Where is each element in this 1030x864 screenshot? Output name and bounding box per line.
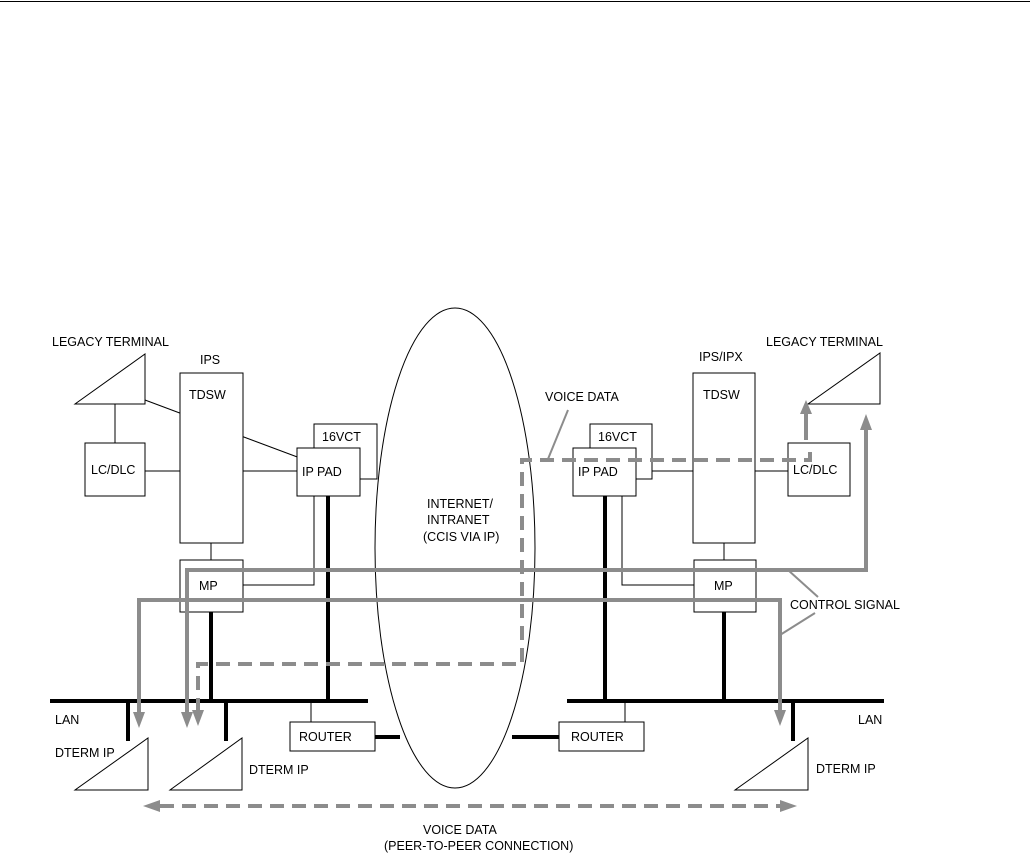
voice-data-callout [547, 409, 569, 460]
lcdlc-left-label: LC/DLC [91, 463, 135, 477]
control-signal-arrow-b-down [133, 712, 145, 728]
ips-left-label: IPS [200, 353, 220, 367]
router-left-label: ROUTER [299, 730, 352, 744]
dterm-ip-2 [168, 737, 243, 791]
lcdlc-right-box [787, 442, 851, 497]
ippad-right-to-mp [621, 496, 694, 586]
control-signal-arrow-a-up [860, 414, 872, 430]
control-signal-path-b [137, 598, 782, 720]
dterm-ip-2-label: DTERM IP [249, 763, 309, 777]
control-signal-path-a [185, 426, 868, 720]
tdsw-right-label: TDSW [703, 388, 740, 402]
dterm-ip-3 [733, 737, 809, 791]
control-signal-arrow-a-down [181, 712, 193, 728]
router-right-label: ROUTER [571, 730, 624, 744]
voice-data-path [196, 446, 812, 712]
legacy-terminal-left-label: LEGACY TERMINAL [52, 335, 169, 349]
voice-data-peer-arrow-right [780, 800, 797, 812]
control-signal-callout-2 [779, 612, 816, 636]
legacy-terminal-right [806, 352, 881, 405]
dterm-ip-3-label: DTERM IP [816, 762, 876, 776]
vct-right-label: 16VCT [598, 430, 637, 444]
lan-right-label: LAN [858, 713, 882, 727]
ips-right-label: IPS/IPX [699, 350, 743, 364]
voice-data-bottom-label-line1: VOICE DATA [423, 823, 498, 837]
lan-left-label: LAN [55, 713, 79, 727]
voice-data-top-label: VOICE DATA [545, 390, 620, 404]
internet-label-line3: (CCIS VIA IP) [423, 530, 499, 544]
voice-data-peer-arrow-left [143, 800, 160, 812]
ippad-left-label: IP PAD [302, 465, 342, 479]
lcdlc-right-label: LC/DLC [793, 463, 837, 477]
ips-left-box [179, 372, 244, 544]
ippad-left-to-mp [243, 496, 315, 586]
dterm-ip-1 [73, 737, 149, 791]
control-signal-label: CONTROL SIGNAL [790, 598, 900, 612]
ippad-right-label: IP PAD [578, 465, 618, 479]
mp-right-label: MP [714, 579, 733, 593]
legacy-terminal-right-label: LEGACY TERMINAL [766, 335, 883, 349]
router-right-box [558, 721, 645, 752]
internet-label-line1: INTERNET/ [427, 497, 494, 511]
lcdlc-left-box [84, 442, 146, 497]
voice-data-bottom-label-line2: (PEER-TO-PEER CONNECTION) [384, 839, 573, 853]
mp-left-label: MP [199, 579, 218, 593]
internet-label-line2: INTRANET [427, 513, 490, 527]
ippad-right-box [572, 447, 637, 497]
tdsw-left-label: TDSW [189, 388, 226, 402]
voice-data-arrow-down [192, 710, 204, 726]
control-signal-callout-1 [787, 569, 819, 598]
vct-left-label: 16VCT [322, 430, 361, 444]
control-signal-arrow-legacy-up [800, 400, 812, 414]
internet-ellipse [374, 307, 536, 789]
ippad-left-box [296, 447, 361, 497]
dterm-ip-1-label: DTERM IP [55, 746, 115, 760]
legacy-terminal-left [73, 353, 146, 405]
control-signal-arrow-b-right [774, 710, 786, 726]
